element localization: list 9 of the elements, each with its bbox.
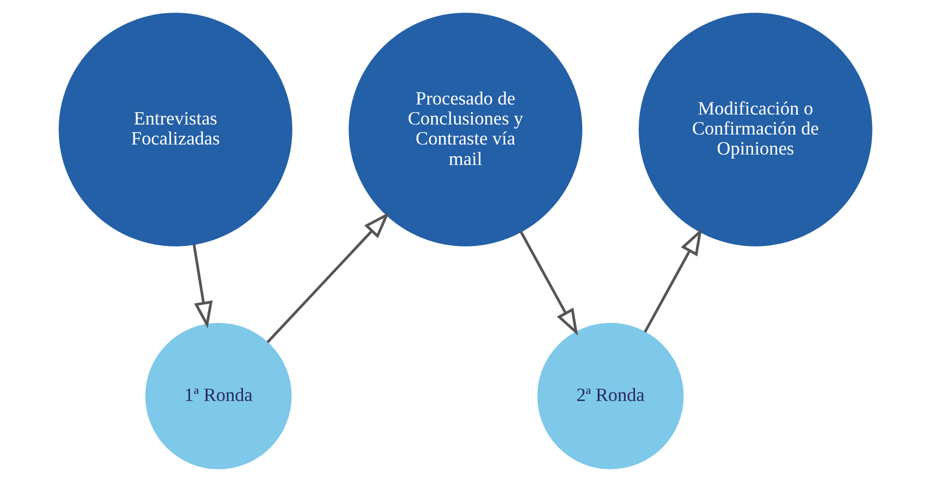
node-circle: Procesado de Conclusiones y Contraste vía mail (348, 12, 582, 246)
arrow (520, 231, 578, 336)
arrow (192, 244, 213, 328)
arrow (644, 228, 702, 333)
node-circle: Modificación o Confirmación de Opiniones (638, 12, 872, 246)
arrow (266, 212, 390, 344)
node-circle: 1ª Ronda (145, 322, 292, 470)
node-circle: Entrevistas Focalizadas (58, 12, 292, 246)
node-circle: 2ª Ronda (537, 322, 684, 470)
